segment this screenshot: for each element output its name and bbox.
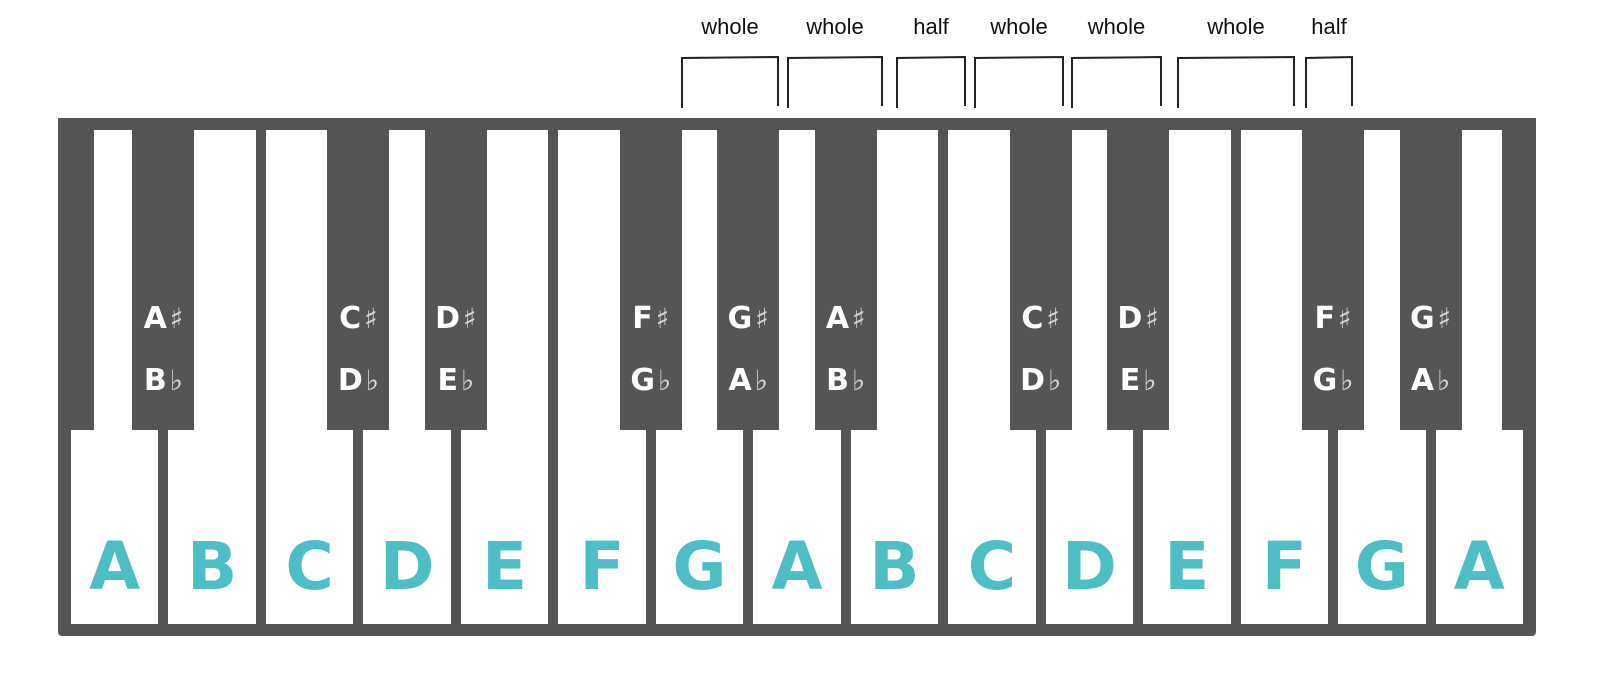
white-key-label: E: [1164, 528, 1210, 605]
interval-bracket-half: [1305, 55, 1353, 108]
flat-symbol-icon: ♭: [658, 364, 672, 397]
interval-bracket-whole: [681, 55, 779, 108]
keyboard-right-edge: [1502, 118, 1536, 430]
interval-bracket-whole: [974, 55, 1064, 108]
white-key-label: B: [187, 528, 238, 605]
white-key-label: A: [89, 528, 141, 605]
black-key-c-sharp[interactable]: C♯ D♭: [1009, 118, 1072, 430]
white-key-label: C: [967, 528, 1017, 605]
flat-label: A♭: [728, 363, 768, 398]
sharp-label: D♯: [435, 301, 477, 336]
black-key-g-sharp[interactable]: G♯ A♭: [1399, 118, 1462, 430]
white-key-label: E: [482, 528, 528, 605]
sharp-symbol-icon: ♯: [169, 302, 184, 335]
white-key-label: G: [672, 528, 727, 605]
sharp-symbol-icon: ♯: [463, 302, 477, 335]
black-key-g-sharp[interactable]: G♯ A♭: [717, 118, 780, 430]
flat-label: G♭: [1312, 363, 1354, 398]
black-key-d-sharp[interactable]: D♯ E♭: [1107, 118, 1170, 430]
sharp-symbol-icon: ♯: [364, 302, 378, 335]
sharp-label: C♯: [1021, 301, 1060, 336]
flat-label: E♭: [1119, 363, 1157, 398]
interval-label-whole: whole: [1206, 14, 1264, 39]
sharp-label: C♯: [339, 301, 378, 336]
interval-brackets: whole whole half whole whole whole half: [681, 14, 1353, 108]
flat-label: E♭: [437, 363, 475, 398]
flat-symbol-icon: ♭: [1340, 364, 1354, 397]
white-key-label: G: [1354, 528, 1409, 605]
interval-bracket-whole: [1071, 55, 1162, 108]
sharp-label: G♯: [727, 301, 769, 336]
white-key-label: A: [1453, 528, 1505, 605]
sharp-label: A♯: [143, 301, 184, 336]
flat-label: B♭: [826, 363, 866, 398]
sharp-label: F♯: [632, 301, 670, 336]
black-key-f-sharp[interactable]: F♯ G♭: [1302, 118, 1365, 430]
sharp-symbol-icon: ♯: [655, 302, 670, 335]
white-key-label: C: [285, 528, 334, 605]
keyboard-left-edge: [58, 118, 94, 430]
sharp-symbol-icon: ♯: [755, 302, 769, 335]
white-key-label: D: [1061, 528, 1117, 605]
sharp-label: F♯: [1314, 301, 1352, 336]
black-key-c-sharp[interactable]: C♯ D♭: [327, 118, 390, 430]
flat-symbol-icon: ♭: [169, 364, 183, 397]
sharp-symbol-icon: ♯: [1046, 302, 1060, 335]
flat-symbol-icon: ♭: [754, 364, 768, 397]
sharp-label: A♯: [825, 301, 866, 336]
sharp-symbol-icon: ♯: [852, 302, 866, 335]
flat-label: D♭: [337, 363, 379, 398]
interval-bracket-whole: [1177, 55, 1295, 108]
interval-label-half: half: [1311, 14, 1347, 39]
black-key-d-sharp[interactable]: D♯ E♭: [424, 118, 487, 430]
flat-symbol-icon: ♭: [1048, 364, 1062, 397]
sharp-label: D♯: [1117, 301, 1159, 336]
interval-label-whole: whole: [989, 14, 1047, 39]
white-key-label: F: [579, 528, 625, 605]
interval-bracket-whole: [787, 55, 883, 108]
flat-label: A♭: [1410, 363, 1451, 398]
flat-symbol-icon: ♭: [1437, 364, 1451, 397]
interval-label-whole: whole: [805, 14, 863, 39]
sharp-symbol-icon: ♯: [1437, 302, 1452, 335]
white-key-label: D: [379, 528, 435, 605]
flat-symbol-icon: ♭: [1143, 364, 1157, 397]
interval-bracket-half: [896, 55, 966, 108]
black-key-a-sharp[interactable]: A♯ B♭: [132, 118, 195, 430]
sharp-symbol-icon: ♯: [1338, 302, 1352, 335]
flat-label: G♭: [630, 363, 672, 398]
white-key-label: F: [1261, 528, 1307, 605]
flat-label: B♭: [143, 363, 183, 398]
white-key-label: A: [771, 528, 823, 605]
flat-symbol-icon: ♭: [461, 364, 475, 397]
interval-label-half: half: [913, 14, 949, 39]
black-key-f-sharp[interactable]: F♯ G♭: [619, 118, 682, 430]
interval-label-whole: whole: [700, 14, 758, 39]
interval-label-whole: whole: [1087, 14, 1145, 39]
sharp-symbol-icon: ♯: [1145, 302, 1159, 335]
white-key-label: B: [869, 528, 920, 605]
sharp-label: G♯: [1409, 301, 1452, 336]
flat-label: D♭: [1020, 363, 1062, 398]
flat-symbol-icon: ♭: [365, 364, 379, 397]
black-key-a-sharp[interactable]: A♯ B♭: [814, 118, 877, 430]
flat-symbol-icon: ♭: [852, 364, 866, 397]
